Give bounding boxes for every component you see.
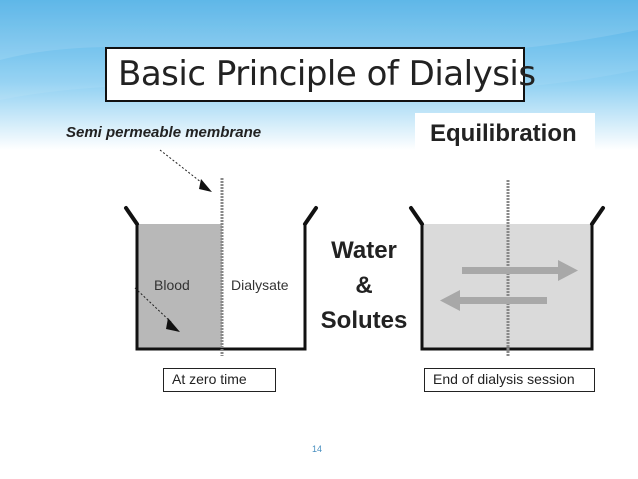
right-arrow-icon [462,260,578,281]
equilibration-label: Equilibration [430,120,577,147]
membrane-pointer-arrow [159,149,212,192]
ampersand-label: & [355,272,373,299]
dialysate-label: Dialysate [231,277,289,293]
water-label: Water [331,237,397,264]
blood-pointer-arrow [134,287,180,332]
left-arrow-icon [440,290,547,311]
caption-zero-time: At zero time [163,368,276,392]
equilibration-box [415,113,595,159]
page-number: 14 [312,444,323,454]
caption-end-session: End of dialysis session [424,368,595,392]
membrane-label: Semi permeable membrane [66,124,262,141]
slide-title: Basic Principle of Dialysis [118,54,536,94]
left-tank [124,178,318,356]
title-box [105,47,525,102]
solutes-label: Solutes [320,307,408,334]
blood-label: Blood [154,277,190,293]
right-tank [409,180,605,356]
blood-compartment [137,224,222,348]
